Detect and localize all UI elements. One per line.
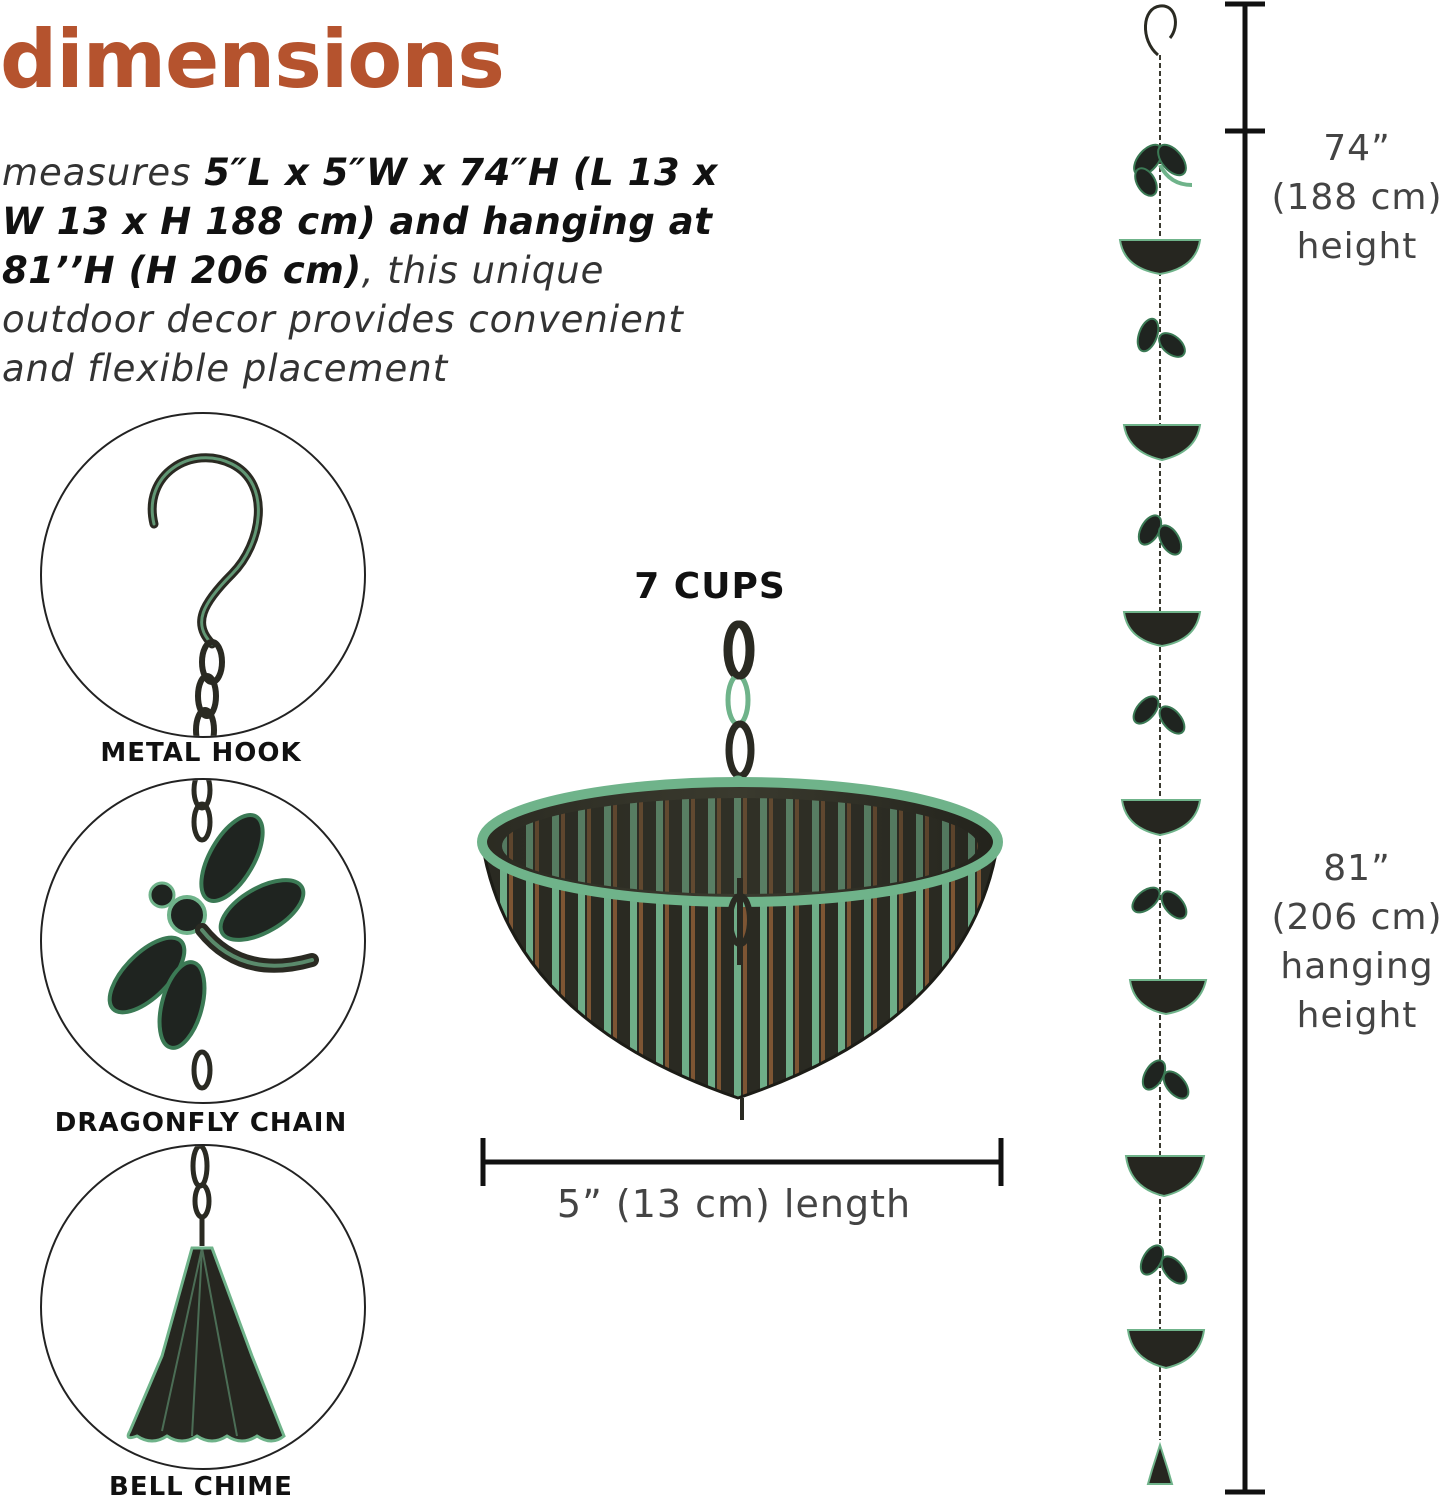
length-label: 5” (13 cm) length [556,1182,912,1226]
height-text: height [1296,226,1418,267]
bell-icon [126,1146,286,1443]
cups-count-label: 7 CUPS [634,566,786,607]
full-rain-chain [1118,4,1208,1485]
dragonfly-icon [107,780,319,1091]
length-dimension-line [480,1138,1004,1186]
height-metric: (188 cm) [1271,177,1443,218]
dimensions-description: measures 5″L x 5″W x 74″H (L 13 x W 13 x… [2,148,722,393]
hanging-height-label: 81” (206 cm) hanging height [1262,844,1452,1040]
description-intro: measures [2,151,205,194]
description-measurements: 5″L x 5″W x 74″H (L 13 x W 13 x H 188 cm… [2,151,718,292]
cup-icon [477,620,1003,1120]
hanging-value: 81” [1323,848,1391,889]
hanging-metric: (206 cm) [1271,897,1443,938]
hanging-text-2: height [1296,995,1418,1036]
dragonfly-chain-label: DRAGONFLY CHAIN [54,1108,348,1138]
hanging-text: hanging [1280,946,1434,987]
height-value: 74” [1323,128,1391,169]
dragonfly-chain-detail [40,778,366,1104]
bell-chime-detail [40,1144,366,1470]
page-title: dimensions [0,13,505,106]
metal-hook-detail [40,412,366,738]
hook-icon [147,453,263,736]
height-dimension-line [1225,1,1265,1495]
height-label: 74” (188 cm) height [1262,124,1452,271]
metal-hook-label: METAL HOOK [100,738,302,768]
bell-chime-label: BELL CHIME [109,1472,293,1502]
description-outro: , this unique outdoor decor provides con… [2,249,684,390]
